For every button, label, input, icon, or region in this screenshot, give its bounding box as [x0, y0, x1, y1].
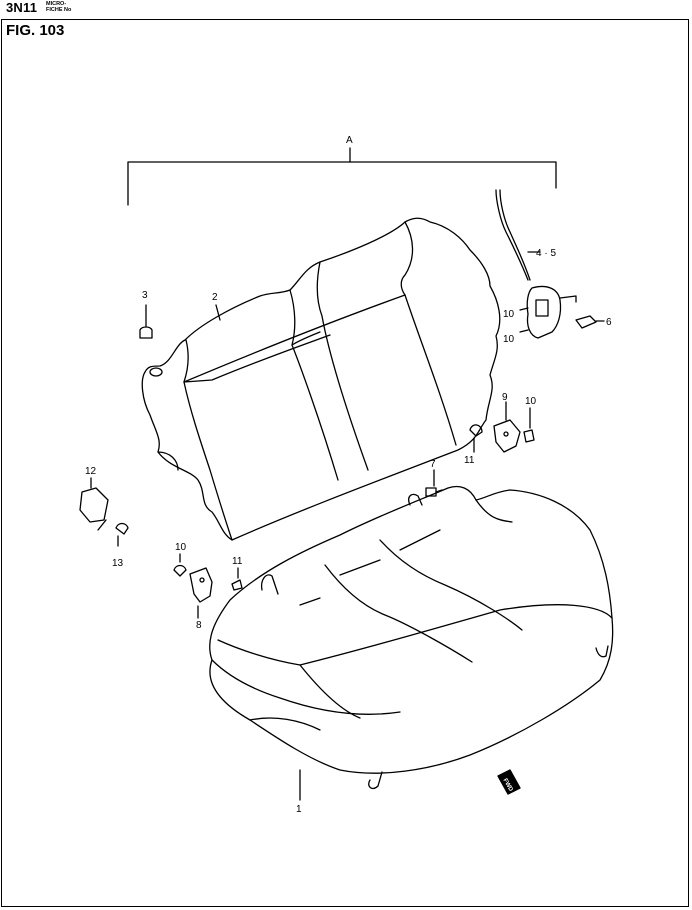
latch-assembly: [495, 189, 577, 339]
microfiche-line2: FICHE No: [46, 7, 72, 13]
callout-9: 9: [502, 392, 508, 403]
assembly-bracket: [127, 147, 557, 206]
callout-10-bracket-right: 10: [525, 396, 537, 407]
part-9-bracket: [493, 401, 521, 453]
seat-cushion-drawing: [209, 485, 614, 774]
microfiche-label: MICRO- FICHE No: [46, 1, 71, 13]
part-12-bracket: [79, 477, 129, 535]
right-fasteners: [469, 407, 535, 453]
callout-4-5: 4 · 5: [536, 248, 556, 259]
part-7-bolt: [425, 469, 443, 497]
seat-hooks: [260, 493, 609, 790]
part-3-cap: [139, 304, 153, 339]
callout-1: 1: [296, 804, 302, 815]
forward-direction-icon: [497, 769, 521, 795]
callout-10-left: 10: [175, 542, 187, 553]
part-8-bracket: [189, 567, 213, 619]
callout-11-right: 11: [464, 455, 475, 466]
callout-10-upper-right: 10: [503, 309, 515, 320]
leader-lines: [117, 251, 541, 801]
callout-13: 13: [112, 558, 124, 569]
callout-7: 7: [430, 459, 436, 470]
callout-10-lower-right: 10: [503, 334, 515, 345]
callout-2: 2: [212, 292, 218, 303]
microfiche-line1: MICRO-: [46, 1, 67, 7]
callout-3: 3: [142, 290, 148, 301]
callout-8: 8: [196, 620, 202, 631]
callout-6: 6: [606, 317, 612, 328]
callout-11-left: 11: [232, 556, 243, 567]
figure-frame: [1, 19, 689, 907]
catalog-code: 3N11: [6, 0, 38, 15]
callout-12: 12: [85, 466, 97, 477]
part-6-clip: [575, 315, 605, 329]
seat-back-drawing: [141, 217, 501, 541]
callout-assembly-a: A: [346, 135, 353, 146]
left-fasteners: [173, 553, 243, 591]
figure-title: FIG. 103: [6, 22, 65, 39]
